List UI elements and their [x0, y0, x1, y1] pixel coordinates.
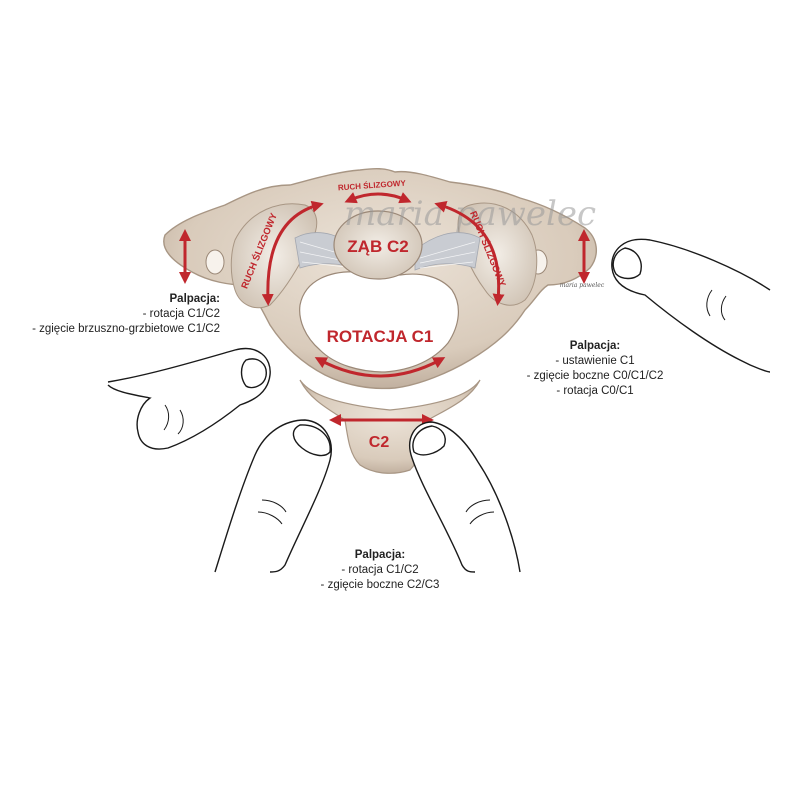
finger-right-nail	[612, 247, 642, 280]
signature: maria pawelec	[560, 282, 605, 289]
palpation-bottom-line: - rotacja C1/C2	[341, 564, 419, 576]
finger-bottom-left	[214, 419, 332, 573]
finger-right	[611, 238, 771, 373]
palpation-left-line: - rotacja C1/C2	[142, 308, 220, 320]
arrow-top-glide	[344, 192, 412, 204]
finger-bottom-right-crease	[465, 499, 495, 525]
palpation-right: Palpacja: - ustawienie C1 - zgięcie bocz…	[510, 339, 680, 399]
finger-bottom-left-nail	[292, 424, 331, 457]
label-rotacja-c1: ROTACJA C1	[327, 327, 434, 346]
label-zab-c2: ZĄB C2	[347, 237, 408, 256]
motion-arrows	[179, 192, 590, 426]
fingers	[107, 238, 771, 573]
palpation-bottom-title: Palpacja:	[354, 549, 406, 561]
finger-right-crease	[706, 289, 727, 321]
finger-left-crease	[163, 404, 184, 435]
label-c2: C2	[369, 434, 390, 451]
palpation-bottom: Palpacja: - rotacja C1/C2 - zgięcie bocz…	[290, 548, 470, 593]
finger-bottom-right-nail	[412, 425, 446, 456]
palpation-left: Palpacja: - rotacja C1/C2 - zgięcie brzu…	[10, 292, 220, 337]
finger-left-nail	[240, 358, 267, 389]
arrow-left-glide	[261, 200, 324, 306]
finger-bottom-left-crease	[257, 499, 287, 525]
arrow-rotation-c1	[314, 357, 446, 378]
palpation-bottom-line: - zgięcie boczne C2/C3	[320, 579, 440, 591]
left-transverse-foramen	[205, 249, 225, 275]
palpation-right-line: - zgięcie boczne C0/C1/C2	[526, 370, 664, 382]
palpation-left-title: Palpacja:	[169, 293, 221, 305]
palpation-right-line: - ustawienie C1	[555, 355, 635, 367]
palpation-left-line: - zgięcie brzuszno-grzbietowe C1/C2	[32, 323, 220, 335]
arrow-right-glide	[434, 201, 505, 306]
palpation-right-line: - rotacja C0/C1	[556, 385, 634, 397]
palpation-right-title: Palpacja:	[569, 340, 621, 352]
finger-bottom-right	[409, 421, 521, 573]
finger-left	[107, 347, 271, 450]
dens-c2	[333, 210, 423, 280]
